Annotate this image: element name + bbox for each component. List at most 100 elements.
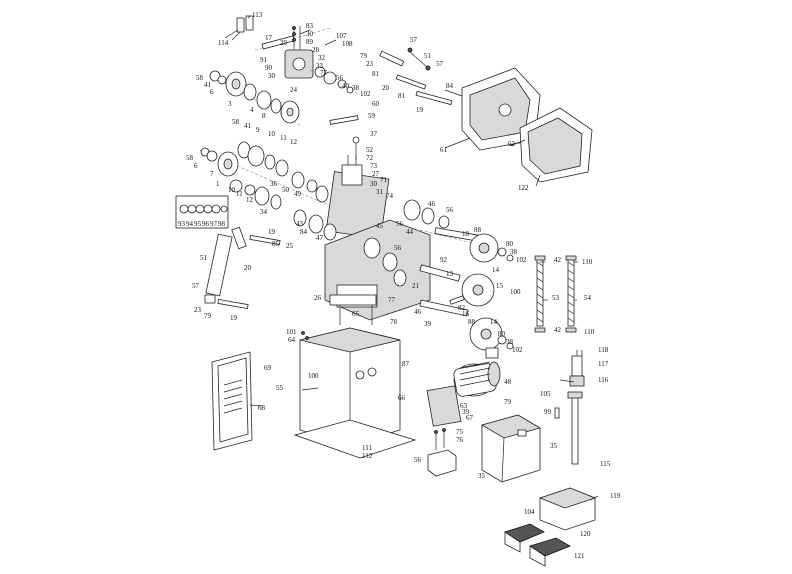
callout-19: 19 xyxy=(416,106,424,114)
callout-116: 116 xyxy=(598,376,609,384)
callout-110: 110 xyxy=(582,258,593,266)
callout-57b: 57 xyxy=(436,60,444,68)
callout-56e: 56 xyxy=(414,456,422,464)
callout-84: 84 xyxy=(446,82,454,90)
callout-82: 82 xyxy=(458,304,466,312)
callout-38: 38 xyxy=(352,84,360,92)
callout-63: 63 xyxy=(460,402,468,410)
callout-46b: 46 xyxy=(414,308,422,316)
small-box xyxy=(427,428,457,477)
callout-6b: 6 xyxy=(194,162,198,170)
callout-30: 30 xyxy=(306,30,314,38)
callout-101: 101 xyxy=(286,328,297,336)
callout-118: 118 xyxy=(598,346,609,354)
callout-1: 1 xyxy=(216,180,220,188)
callout-4: 4 xyxy=(250,106,254,114)
callout-45: 45 xyxy=(376,222,384,230)
callout-91: 91 xyxy=(260,56,268,64)
callout-38b: 38 xyxy=(510,248,518,256)
callout-58b: 58 xyxy=(232,118,240,126)
callout-35b: 35 xyxy=(478,472,486,480)
callout-84b: 84 xyxy=(300,228,308,236)
callout-122: 122 xyxy=(518,184,529,192)
callout-87: 87 xyxy=(402,360,410,368)
callout-12: 12 xyxy=(290,138,298,146)
callout-120: 120 xyxy=(580,530,591,538)
callout-80b: 80 xyxy=(498,330,506,338)
callout-13: 13 xyxy=(446,270,454,278)
callout-119: 119 xyxy=(610,492,621,500)
callout-49: 49 xyxy=(294,190,302,198)
callout-23: 23 xyxy=(366,60,374,68)
callout-57: 57 xyxy=(410,36,418,44)
leader-lines xyxy=(224,15,599,501)
door-panel xyxy=(211,351,253,451)
callout-115: 115 xyxy=(600,460,611,468)
callout-114: 114 xyxy=(218,39,229,47)
base-cabinet xyxy=(293,327,417,459)
callout-56b: 56 xyxy=(446,206,454,214)
callout-96: 96 xyxy=(202,220,210,228)
callout-labels: 113 114 83 30 89 107 108 17 29 28 91 32 … xyxy=(178,11,621,560)
callout-61: 61 xyxy=(440,146,448,154)
callout-20b: 20 xyxy=(244,264,252,272)
callout-88: 88 xyxy=(474,226,482,234)
callout-67: 67 xyxy=(466,414,474,422)
callout-33: 33 xyxy=(316,62,324,70)
callout-58c: 58 xyxy=(186,154,194,162)
callout-88b: 88 xyxy=(468,318,476,326)
callout-12b: 12 xyxy=(246,196,254,204)
callout-80: 80 xyxy=(506,240,514,248)
callout-100b: 100 xyxy=(308,372,319,380)
lead-screws xyxy=(534,255,577,333)
callout-9: 9 xyxy=(256,126,260,134)
callout-69: 69 xyxy=(264,364,272,372)
callout-11b: 11 xyxy=(236,190,243,198)
center-frame xyxy=(324,199,514,351)
callout-94: 94 xyxy=(186,220,194,228)
callout-6: 6 xyxy=(210,88,214,96)
callout-42b: 42 xyxy=(554,326,562,334)
callout-111: 111 xyxy=(362,444,372,452)
callout-28: 28 xyxy=(312,46,320,54)
callout-27: 27 xyxy=(372,170,380,178)
callout-16: 16 xyxy=(462,310,470,318)
callout-57c: 57 xyxy=(192,282,200,290)
callout-50: 50 xyxy=(282,186,290,194)
callout-17: 17 xyxy=(265,34,273,42)
callout-107: 107 xyxy=(336,32,347,40)
callout-51b: 51 xyxy=(200,254,208,262)
callout-19b: 19 xyxy=(268,228,276,236)
callout-21: 21 xyxy=(412,282,420,290)
callout-79c: 79 xyxy=(504,398,512,406)
callout-56d: 56 xyxy=(394,244,402,252)
callout-24: 24 xyxy=(290,86,298,94)
callout-110b: 110 xyxy=(584,328,595,336)
callout-104: 104 xyxy=(524,508,535,516)
callout-39: 39 xyxy=(424,320,432,328)
callout-92: 92 xyxy=(440,256,448,264)
callout-53: 53 xyxy=(552,294,560,302)
callout-95: 95 xyxy=(194,220,202,228)
callout-7: 7 xyxy=(210,170,214,178)
callout-65: 65 xyxy=(352,310,360,318)
callout-42: 42 xyxy=(554,256,562,264)
callout-74: 74 xyxy=(386,192,394,200)
callout-30c: 30 xyxy=(370,180,378,188)
callout-46: 46 xyxy=(428,200,436,208)
callout-15: 15 xyxy=(496,282,504,290)
callout-85: 85 xyxy=(272,240,280,248)
callout-23b: 23 xyxy=(194,306,202,314)
callout-20: 20 xyxy=(382,84,390,92)
callout-100: 100 xyxy=(510,288,521,296)
middle-gear-train xyxy=(175,141,390,310)
callout-68: 68 xyxy=(258,404,266,412)
callout-89: 89 xyxy=(306,38,314,46)
callout-117: 117 xyxy=(598,360,609,368)
callout-41b: 41 xyxy=(244,122,252,130)
callout-64: 64 xyxy=(288,336,296,344)
callout-99: 99 xyxy=(544,408,552,416)
callout-62: 62 xyxy=(508,140,516,148)
callout-10: 10 xyxy=(268,130,276,138)
